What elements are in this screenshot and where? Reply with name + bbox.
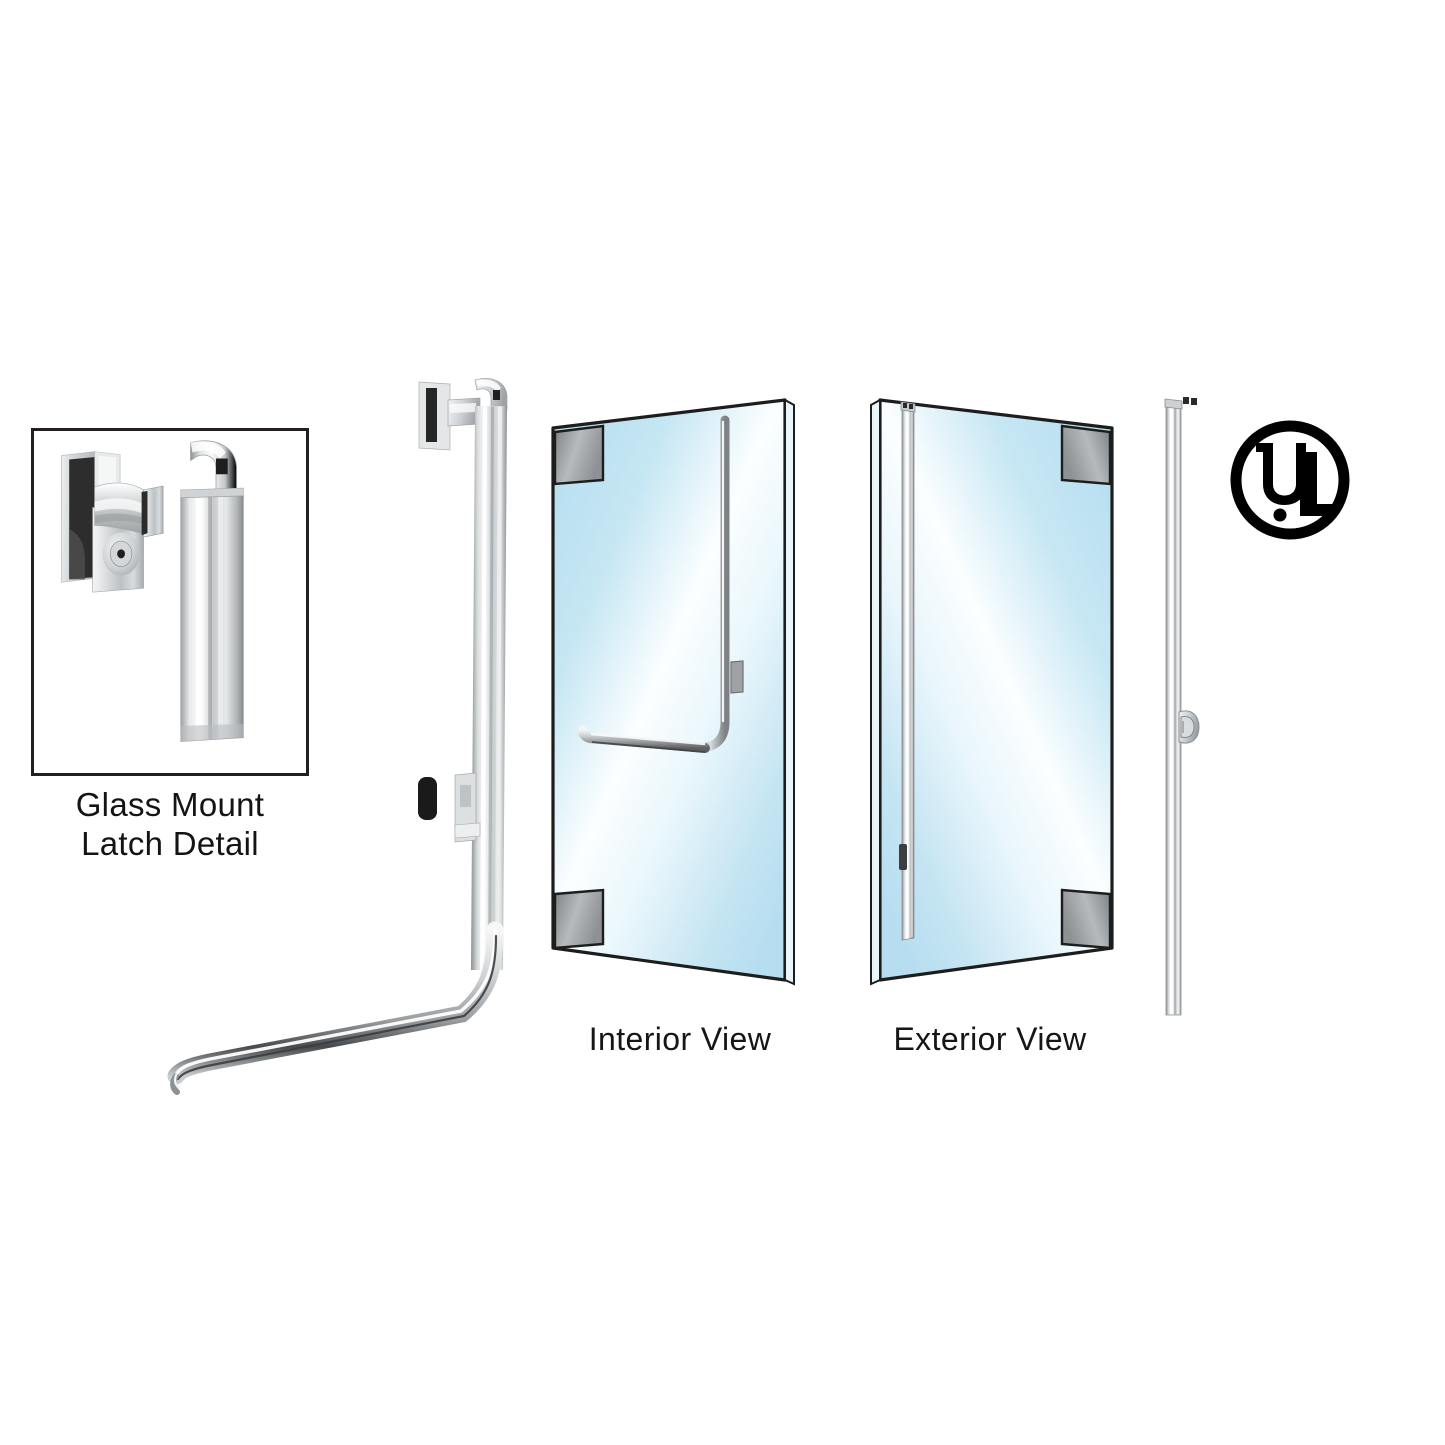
interior-view-panel bbox=[545, 392, 810, 1012]
exterior-view-caption: Exterior View bbox=[893, 1021, 1087, 1057]
glass-mount-latch-detail-box bbox=[31, 428, 309, 776]
push-bar-bracket bbox=[454, 772, 481, 843]
glass-mount-pad bbox=[418, 777, 437, 820]
latch-arm-group bbox=[94, 482, 164, 538]
ul-listed-mark bbox=[1228, 418, 1352, 542]
pull-handle-keeper bbox=[899, 844, 907, 870]
detail-caption-line2: Latch Detail bbox=[81, 825, 259, 862]
exterior-pull-handle bbox=[899, 401, 916, 941]
ul-mark-icon bbox=[1230, 420, 1350, 540]
side-rod-top-cap bbox=[1164, 398, 1183, 410]
ul-letter-l bbox=[1300, 452, 1335, 516]
angled-push-bar bbox=[167, 921, 504, 1095]
push-bar-mount-bracket bbox=[730, 660, 744, 694]
interior-push-bar bbox=[578, 415, 730, 753]
side-profile-rod bbox=[1150, 385, 1220, 1035]
exterior-view-panel bbox=[855, 392, 1120, 1012]
ul-letter-u bbox=[1256, 443, 1306, 505]
exit-device-illustration bbox=[167, 378, 508, 1095]
patch-fitting-bottom-left bbox=[553, 888, 605, 950]
ul-registered-dot bbox=[1273, 508, 1287, 522]
interior-view-caption: Interior View bbox=[588, 1021, 772, 1057]
thumbturn-cylinder bbox=[1178, 710, 1200, 744]
patch-fitting-bottom-right bbox=[1060, 888, 1112, 950]
exit-device-assembly bbox=[150, 370, 520, 1100]
side-profile-illustration bbox=[1164, 397, 1200, 1016]
ul-outer-circle bbox=[1230, 420, 1350, 540]
interior-view-illustration bbox=[551, 398, 795, 986]
patch-fitting-top-left bbox=[553, 424, 605, 486]
patch-fitting-top-right bbox=[1060, 424, 1112, 486]
interior-glass-edge bbox=[784, 398, 795, 986]
vertical-rod bbox=[471, 406, 507, 970]
vertical-rod-group bbox=[180, 495, 244, 742]
latch-detail-illustration bbox=[61, 440, 244, 742]
exterior-view-illustration bbox=[870, 398, 1114, 986]
detail-caption: Glass Mount Latch Detail bbox=[20, 785, 320, 863]
exterior-glass-edge bbox=[870, 398, 881, 986]
top-latch-assembly bbox=[418, 378, 508, 451]
detail-caption-line1: Glass Mount bbox=[75, 786, 265, 823]
